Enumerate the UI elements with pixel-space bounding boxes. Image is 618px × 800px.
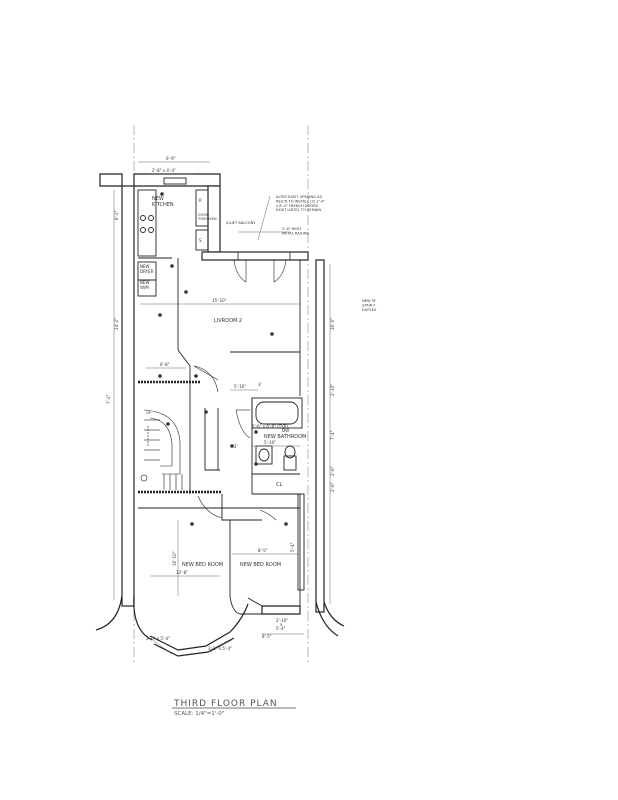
dim-right-c: 2'-6" xyxy=(330,466,335,476)
stair xyxy=(140,409,183,490)
note-cooktop: COOK- TOP/OVEN xyxy=(197,213,217,221)
dim-right-d: 2'-6" xyxy=(330,482,335,492)
title-block: THIRD FLOOR PLAN SCALE: 1/4"=1'-0" xyxy=(172,699,296,717)
dimension-ticks xyxy=(158,192,288,526)
dim-bed-width: 12'-8" xyxy=(176,570,188,575)
room-label-living: LIVROOM 2 xyxy=(214,318,242,324)
plan-title: THIRD FLOOR PLAN xyxy=(173,699,278,709)
dim-right-b: 2'-10" xyxy=(330,384,335,396)
label-refrigerator: R xyxy=(199,198,202,203)
dim-bath-w1: 5'-10" xyxy=(234,384,246,389)
dim-bottom-right: 8'-5" xyxy=(262,634,272,639)
interior-walls xyxy=(137,177,305,615)
label-range: S xyxy=(199,238,202,243)
dim-small-3: 3' xyxy=(258,382,262,387)
label-dishwasher: DW xyxy=(282,428,289,433)
dimension-labels: 6'-9" 2'-8" x 4'-4" 15'-10" 6'-8" 5'-10"… xyxy=(106,156,335,651)
dim-left-lower: 7'-2" xyxy=(106,394,111,404)
dim-right-a: 5'-4" xyxy=(290,542,295,552)
dim-right-mid: 7'-4" xyxy=(330,430,335,440)
dim-left-height: 16'-10" xyxy=(172,551,177,566)
dim-left-kitchen: 6'-2" xyxy=(114,210,119,220)
plan-scale: SCALE: 1/4"=1'-0" xyxy=(174,711,224,717)
dim-bay2: 3'-0" x 5'-4" xyxy=(208,646,232,651)
note-up: UP xyxy=(146,411,152,415)
bay-window xyxy=(95,595,345,657)
dim-bay1: 3'-0" x 5'-4" xyxy=(146,636,170,641)
dim-small-2: 2' xyxy=(234,444,238,449)
dim-bay-center: 2'-10" x 5'-4" xyxy=(276,618,289,631)
room-label-bed-left: NEW BED ROOM xyxy=(182,562,223,568)
dim-stair-width: 6'-8" xyxy=(160,362,170,367)
dim-top-width: 6'-9" xyxy=(166,156,176,161)
note-opening: ALTER EXIST OPENING AS REQ'D TO INSTALL … xyxy=(276,195,326,212)
dimension-lines xyxy=(113,161,331,655)
room-label-bath: NEW BATHROOM xyxy=(264,434,306,440)
note-railing: 2'-6" HIGH METAL RAILING xyxy=(282,227,310,235)
room-label-closet: CL xyxy=(276,482,282,488)
doors xyxy=(193,251,291,521)
dim-top-sub: 2'-8" x 4'-4" xyxy=(152,168,176,173)
dim-left-mid: 14'-2" xyxy=(114,318,119,330)
room-label-bed-right: NEW BED ROOM xyxy=(240,562,281,568)
notes: ALTER EXIST OPENING AS REQ'D TO INSTALL … xyxy=(146,195,377,415)
dim-bath-w2: 5'-10" xyxy=(264,440,276,445)
note-stair: NEW 5F STAIR F DUPLEX xyxy=(362,299,377,312)
exterior-walls xyxy=(99,173,325,615)
dim-right-total: 16'-0" xyxy=(330,318,335,330)
dim-bed-right-w: 8'-5" xyxy=(258,548,268,553)
dim-bath-door: 2'-6" x 6'-8" (TYP.) xyxy=(252,424,289,429)
note-balcony: JULIET BALCONY xyxy=(225,221,256,225)
dim-living-width: 15'-10" xyxy=(212,298,227,303)
